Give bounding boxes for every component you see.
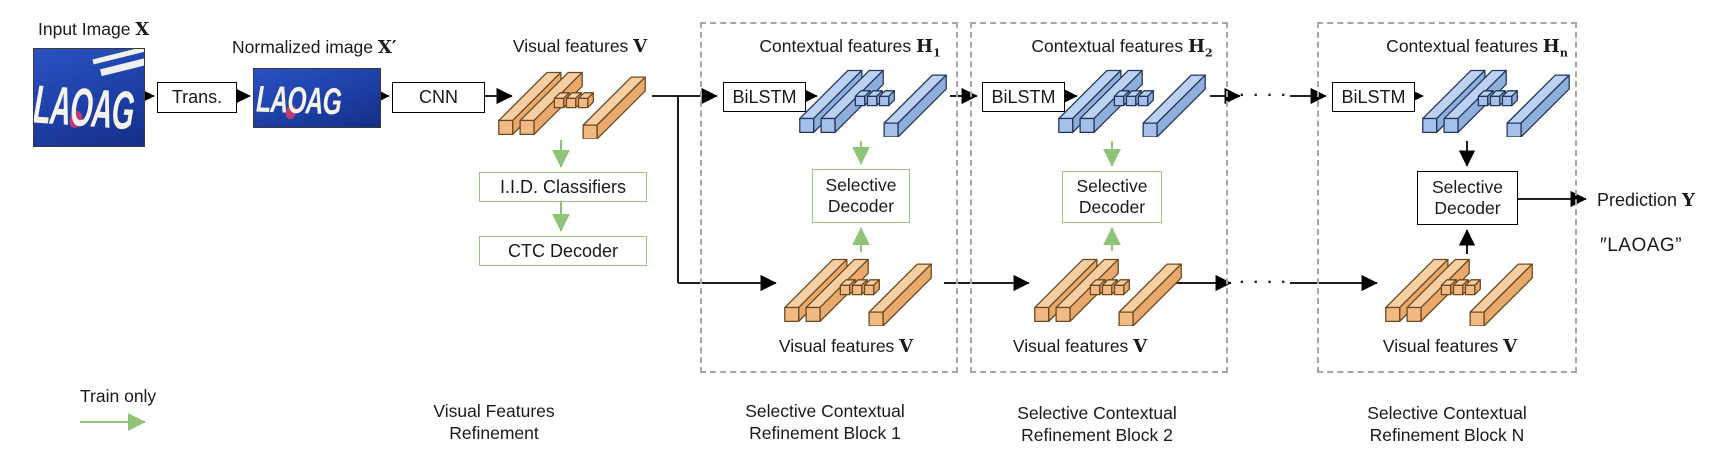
normalized-plate-text: LAOAG xyxy=(255,79,342,124)
train-only-legend-label: Train only xyxy=(80,386,157,406)
caption-block-1: Selective Contextual Refinement Block 1 xyxy=(745,400,905,444)
caption-line1: Visual Features xyxy=(433,401,555,421)
normalized-plate-image: LAOAG xyxy=(253,68,381,128)
caption-block-n: Selective Contextual Refinement Block N xyxy=(1367,402,1527,446)
visual-features-bars-block1 xyxy=(784,259,932,326)
caption-line2: Refinement Block 1 xyxy=(749,423,901,443)
contextual-features-1-label: Contextual features H1 xyxy=(759,36,940,60)
selective-decoder-box-2: Selective Decoder xyxy=(1062,171,1162,223)
prediction-value: ″LAOAG” xyxy=(1600,235,1683,256)
contextual-features-text: Contextual features xyxy=(1386,36,1543,56)
caption-line2: Refinement Block 2 xyxy=(1021,425,1173,445)
contextual-features-bars-n xyxy=(1422,70,1570,137)
caption-line1: Selective Contextual xyxy=(1017,403,1177,423)
refinement-block-1-frame xyxy=(700,22,958,373)
input-image-label-text: Input Image xyxy=(38,19,136,39)
selective-decoder-box-1: Selective Decoder xyxy=(812,169,910,223)
visual-features-bars-blockn xyxy=(1385,259,1533,326)
contextual-features-2-label: Contextual features H2 xyxy=(1031,36,1212,60)
selective-decoder-line1: Selective xyxy=(1431,177,1503,197)
bilstm-box-2: BiLSTM xyxy=(982,82,1065,112)
train-only-arrows xyxy=(80,140,1121,431)
visual-features-blockn-label: Visual features V xyxy=(1382,336,1518,357)
black-arrows xyxy=(138,87,1587,292)
cnn-box: CNN xyxy=(392,82,485,113)
refinement-block-n-frame xyxy=(1317,22,1577,373)
caption-line1: Selective Contextual xyxy=(1367,403,1527,423)
contextual-features-bars-2 xyxy=(1058,70,1206,137)
normalized-image-label: Normalized image X′ xyxy=(232,37,397,58)
contextual-features-text: Contextual features xyxy=(1031,36,1188,56)
contextual-features-bars-1 xyxy=(799,70,947,137)
caption-visual-features-refinement: Visual Features Refinement xyxy=(433,400,554,444)
ctc-decoder-box: CTC Decoder xyxy=(479,236,647,266)
caption-line2: Refinement Block N xyxy=(1369,425,1525,445)
input-plate-image: LAOAG xyxy=(33,48,145,147)
iid-classifiers-box: I.I.D. Classifiers xyxy=(479,172,647,202)
visual-features-variable: V xyxy=(633,36,648,57)
selective-decoder-line2: Decoder xyxy=(827,196,895,216)
selective-decoder-line1: Selective xyxy=(1076,176,1148,196)
bilstm-box-n: BiLSTM xyxy=(1332,82,1415,112)
trans-box: Trans. xyxy=(157,82,237,113)
input-plate-text: LAOAG xyxy=(33,73,136,142)
visual-features-bars-block2 xyxy=(1034,259,1182,326)
visual-features-text: Visual features xyxy=(512,36,634,56)
prediction-variable: Y xyxy=(1682,190,1695,211)
normalized-image-variable: X′ xyxy=(377,37,397,58)
refinement-block-2-frame xyxy=(970,22,1228,373)
normalized-image-label-text: Normalized image xyxy=(232,37,378,57)
caption-line1: Selective Contextual xyxy=(745,401,905,421)
caption-block-2: Selective Contextual Refinement Block 2 xyxy=(1017,402,1177,446)
contextual-features-variable: H1 xyxy=(915,36,941,60)
contextual-features-variable: Hn xyxy=(1542,36,1568,60)
ellipsis-bottom: · · · · xyxy=(1239,274,1289,291)
selective-decoder-line1: Selective xyxy=(825,175,897,195)
bilstm-box-1: BiLSTM xyxy=(723,82,806,112)
selective-decoder-box-n: Selective Decoder xyxy=(1417,171,1518,225)
selective-decoder-line2: Decoder xyxy=(1434,198,1501,218)
ellipsis-top: · · · · xyxy=(1239,87,1289,104)
contextual-features-text: Contextual features xyxy=(759,36,916,56)
visual-features-block2-label: Visual features V xyxy=(1012,336,1148,357)
selective-decoder-line2: Decoder xyxy=(1078,197,1146,217)
visual-features-top-label: Visual features V xyxy=(513,36,647,57)
prediction-text: Prediction xyxy=(1597,190,1683,210)
input-image-variable: X xyxy=(135,19,150,40)
caption-line2: Refinement xyxy=(449,423,539,443)
input-image-label: Input Image X xyxy=(38,19,149,40)
contextual-features-n-label: Contextual features Hn xyxy=(1386,36,1568,60)
prediction-label: Prediction Y xyxy=(1597,190,1695,211)
contextual-features-variable: H2 xyxy=(1187,36,1213,60)
visual-features-bars-top xyxy=(498,72,646,139)
visual-features-block1-label: Visual features V xyxy=(778,336,914,357)
